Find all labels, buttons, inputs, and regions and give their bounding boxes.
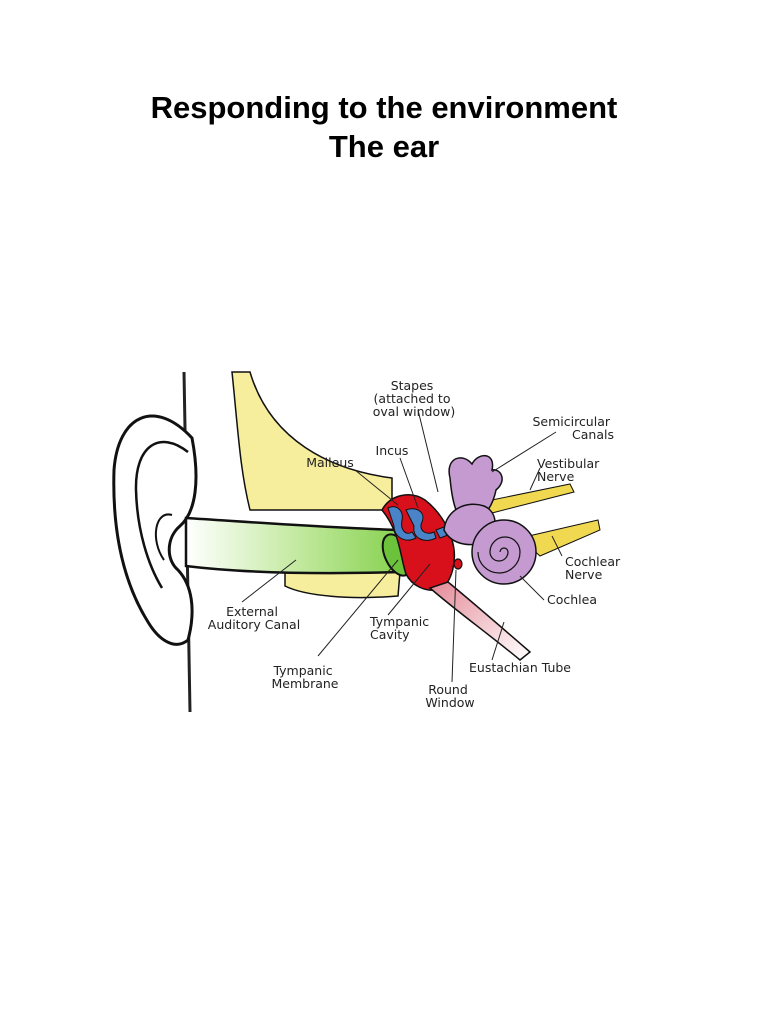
- label-vestibular-nerve: Vestibular Nerve: [537, 456, 603, 484]
- label-tympanic-membrane: Tympanic Membrane: [272, 663, 339, 691]
- label-cochlear-nerve: Cochlear Nerve: [565, 554, 624, 582]
- title-line-2: The ear: [328, 129, 440, 164]
- cochlea: [471, 519, 537, 585]
- label-semicircular-canals: Semicircular Canals: [532, 414, 614, 442]
- ear-anatomy-diagram: Stapes (attached to oval window) Incus M…: [112, 371, 624, 713]
- cochlea-spiral: [477, 536, 521, 574]
- label-stapes: Stapes (attached to oval window): [373, 378, 455, 419]
- title-line-1: Responding to the environment: [150, 90, 618, 125]
- label-tympanic-cavity: Tympanic Cavity: [369, 614, 433, 642]
- pinna: [112, 414, 198, 646]
- page-title: Responding to the environment The ear: [0, 88, 768, 166]
- temporal-bone-upper: [231, 371, 393, 511]
- round-window: [453, 558, 463, 570]
- label-incus: Incus: [376, 443, 409, 458]
- eustachian-tube: [428, 581, 532, 661]
- label-round-window: Round Window: [425, 682, 474, 710]
- pinna-inner-fold: [134, 440, 189, 589]
- label-malleus: Malleus: [306, 455, 354, 470]
- label-eustachian-tube: Eustachian Tube: [469, 660, 571, 675]
- label-external-auditory-canal: External Auditory Canal: [208, 604, 300, 632]
- malleus: [387, 506, 417, 541]
- concha: [154, 513, 173, 561]
- temporal-bone-lower: [284, 571, 401, 599]
- label-cochlea: Cochlea: [547, 592, 597, 607]
- incus: [405, 508, 437, 541]
- external-canal-wall: [184, 516, 404, 575]
